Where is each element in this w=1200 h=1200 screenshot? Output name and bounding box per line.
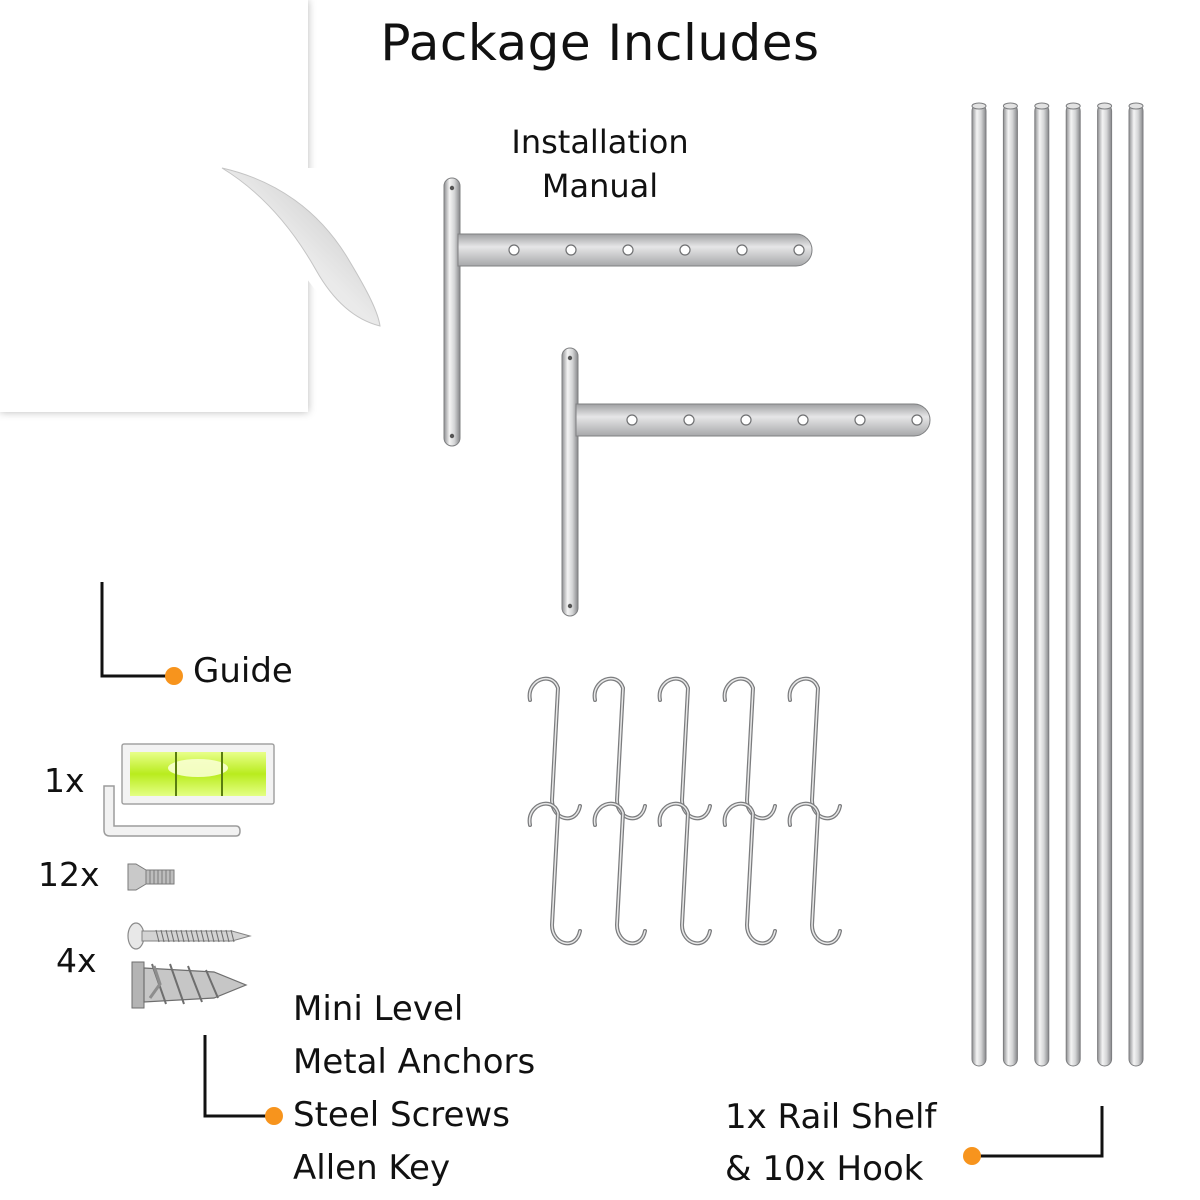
rail-icon	[1002, 102, 1018, 1067]
bracket-hole	[565, 244, 577, 256]
rail-label-line2: & 10x Hook	[725, 1149, 924, 1189]
bracket-hole	[679, 244, 691, 256]
bracket-hole	[683, 414, 695, 426]
bracket-hole	[740, 414, 752, 426]
rail-icon	[1097, 102, 1113, 1067]
hardware-label-mini-level: Mini Level	[293, 989, 464, 1029]
s-hook-icon	[657, 676, 712, 821]
bracket-hole	[622, 244, 634, 256]
bracket-hole	[854, 414, 866, 426]
bracket-icon	[561, 347, 931, 617]
rail-group	[971, 102, 1144, 1067]
guide-marker-dot	[165, 667, 183, 685]
guide-leader-line	[100, 582, 166, 678]
rail-label-line1: 1x Rail Shelf	[725, 1097, 937, 1137]
hardware-label-allen-key: Allen Key	[293, 1148, 451, 1188]
rail-marker-dot	[963, 1147, 981, 1165]
bracket-hole	[797, 414, 809, 426]
installation-manual: Installation Manual	[0, 0, 689, 412]
bracket-group	[443, 177, 931, 617]
bracket-icon	[443, 177, 813, 447]
s-hook-icon	[722, 676, 777, 821]
screws-quantity: 12x	[38, 855, 100, 894]
spirit-level-icon	[121, 743, 275, 805]
metal-anchor-icon	[131, 961, 248, 1009]
bracket-hole	[911, 414, 923, 426]
manual-title-line1: Installation	[511, 123, 689, 161]
bracket-hole	[793, 244, 805, 256]
s-hook-icon	[527, 676, 582, 821]
rail-icon	[1034, 102, 1050, 1067]
manual-cover-text: Installation Manual	[0, 120, 1200, 208]
hardware-marker-dot	[265, 1107, 283, 1125]
hardware-label-metal-anchors: Metal Anchors	[293, 1042, 536, 1082]
hardware-leader-line	[203, 1035, 266, 1118]
hook-group	[527, 676, 842, 946]
level-key-quantity: 1x	[44, 761, 85, 800]
bracket-hole	[626, 414, 638, 426]
rail-icon	[1128, 102, 1144, 1067]
s-hook-icon	[657, 801, 712, 946]
s-hook-icon	[592, 801, 647, 946]
rail-leader-line	[980, 1106, 1104, 1158]
page-title: Package Includes	[380, 14, 820, 72]
manual-title-line2: Manual	[541, 167, 659, 205]
guide-label: Guide	[193, 651, 293, 691]
hardware-label-steel-screws: Steel Screws	[293, 1095, 510, 1135]
bracket-hole	[508, 244, 520, 256]
rail-icon	[1065, 102, 1081, 1067]
rail-icon	[971, 102, 987, 1067]
s-hook-icon	[787, 801, 842, 946]
allen-key-icon	[103, 785, 241, 837]
page-curl-icon	[221, 167, 381, 327]
bracket-hole	[736, 244, 748, 256]
wall-screw-icon	[127, 922, 252, 950]
s-hook-icon	[527, 801, 582, 946]
screw-icon	[127, 863, 175, 891]
s-hook-icon	[722, 801, 777, 946]
anchors-quantity: 4x	[56, 941, 97, 980]
s-hook-icon	[592, 676, 647, 821]
s-hook-icon	[787, 676, 842, 821]
